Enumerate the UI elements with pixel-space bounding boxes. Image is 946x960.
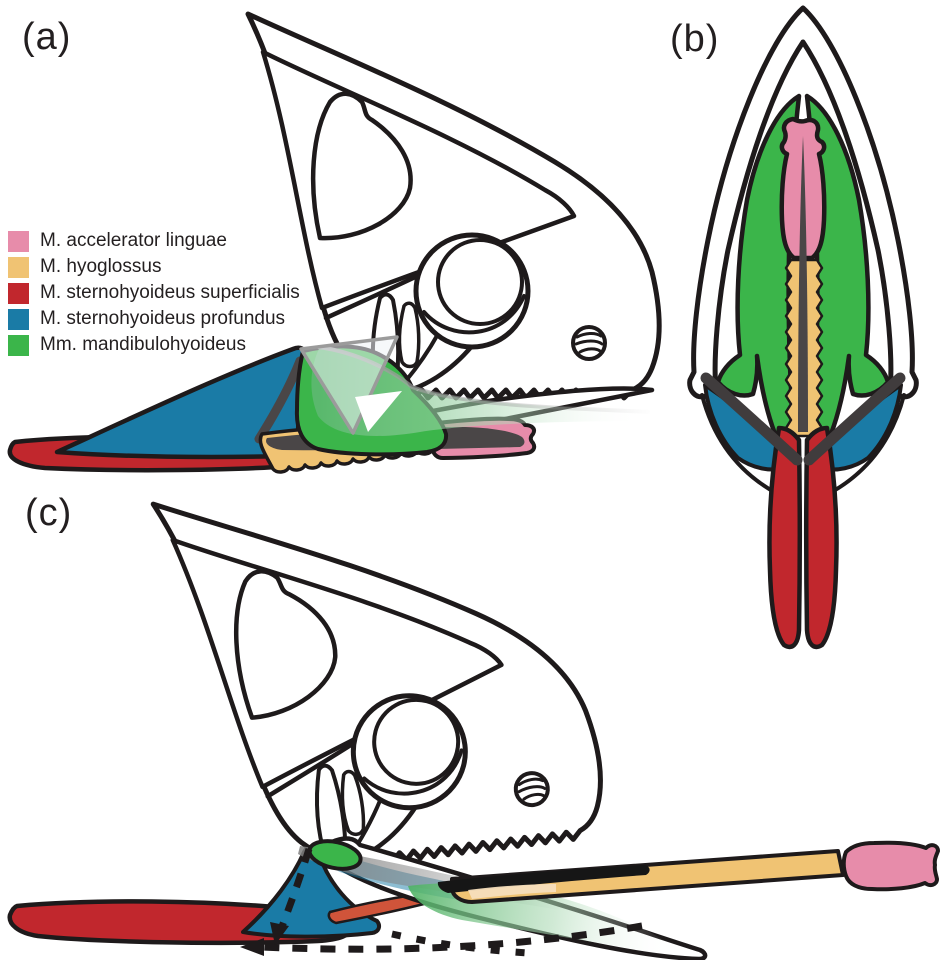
legend-label-accelerator: M. accelerator linguae: [40, 230, 227, 251]
legend-label-mandibulohyoideus: Mm. mandibulohyoideus: [40, 334, 246, 355]
panel-b: [687, 5, 919, 650]
white-notch-a: [355, 391, 402, 432]
panel-a-skull: [248, 14, 659, 398]
legend-label-superficialis: M. sternohyoideus superficialis: [40, 282, 300, 303]
mandible-outline-b: [687, 5, 919, 400]
legend-swatch-superficialis: [8, 282, 29, 304]
legend-swatch-profundus: [8, 308, 29, 330]
muscle-accelerator-linguae-c: [841, 840, 940, 892]
legend-item: Mm. mandibulohyoideus: [8, 332, 300, 358]
legend-swatch-hyoglossus: [8, 256, 29, 278]
panel-c-skull: [153, 454, 608, 885]
panel-c: [7, 454, 940, 960]
legend-item: M. hyoglossus: [8, 254, 300, 280]
legend-item: M. sternohyoideus superficialis: [8, 280, 300, 306]
panel-b-label: (b): [670, 18, 720, 60]
muscle-sternohyoideus-superficialis-right-b: [804, 425, 839, 650]
hyoid-horn-bars-b: [700, 372, 906, 466]
retroarticular-overlay-a: [299, 335, 399, 435]
legend-item: M. sternohyoideus profundus: [8, 306, 300, 332]
panel-a-label: (a): [22, 16, 72, 58]
mandibulohyoideus-fade-a: [311, 347, 655, 437]
legend-swatch-accelerator: [8, 230, 29, 252]
entoglossal-process-b: [798, 136, 808, 432]
motion-dashed-line-diagonal-c: [277, 847, 313, 931]
entoglossal-process-c: [437, 865, 650, 893]
motion-arrowhead-down-c: [270, 922, 289, 945]
legend-item: M. accelerator linguae: [8, 228, 300, 254]
muscle-sternohyoideus-superficialis-left-b: [767, 425, 802, 650]
legend-swatch-mandibulohyoideus: [8, 334, 29, 356]
motion-arrowhead-left-c: [240, 938, 264, 956]
legend-label-hyoglossus: M. hyoglossus: [40, 256, 162, 277]
panel-c-label: (c): [25, 492, 73, 534]
hyoglossus-pale-sliver-c: [468, 884, 556, 899]
muscle-legend: M. accelerator linguae M. hyoglossus M. …: [8, 228, 300, 358]
panel-a: [7, 14, 659, 474]
legend-label-profundus: M. sternohyoideus profundus: [40, 308, 286, 329]
